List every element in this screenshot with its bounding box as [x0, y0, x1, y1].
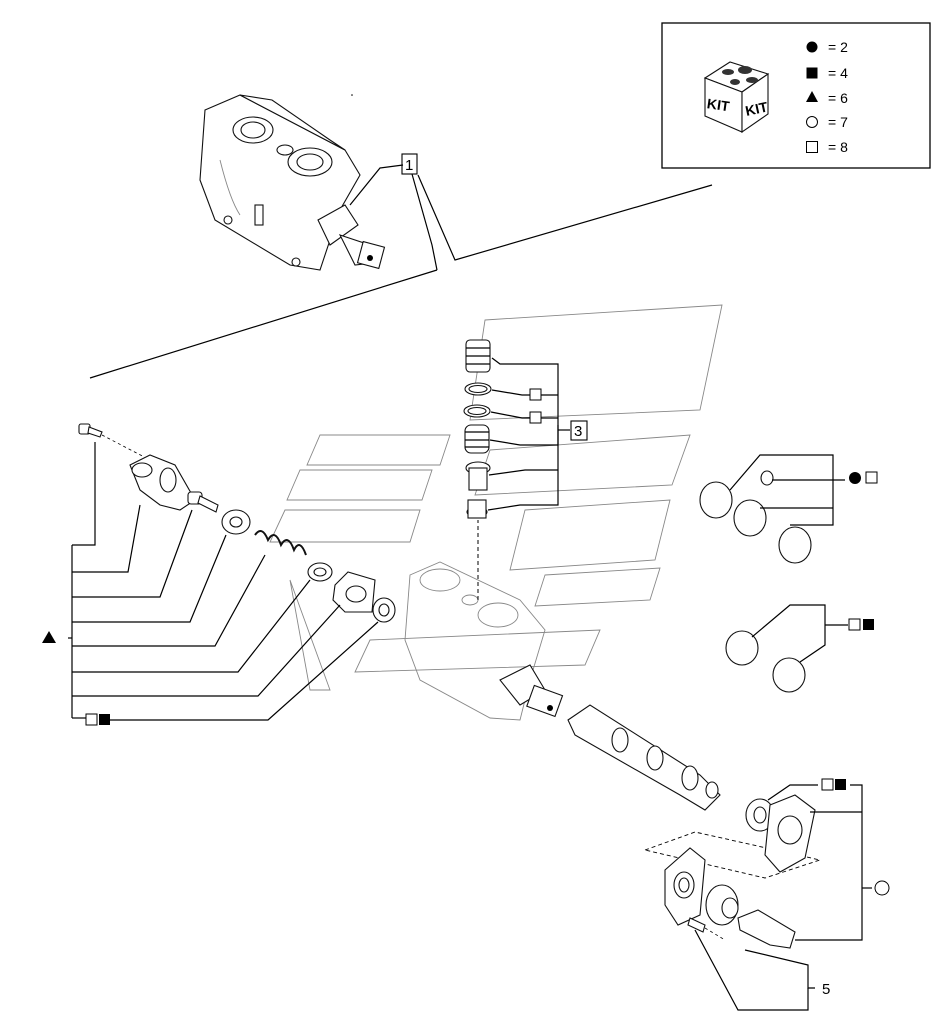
- legend-item-8: = 8: [828, 139, 848, 155]
- spool: [567, 704, 721, 811]
- callout-1: 1: [89, 153, 713, 379]
- kit-label-right: KIT: [744, 98, 770, 118]
- filled-triangle-icon: [806, 91, 818, 102]
- legend-item-2: = 2: [828, 39, 848, 55]
- filled-circle-icon: [849, 472, 861, 484]
- filled-square-icon: [835, 779, 846, 790]
- hollow-circle-icon: [806, 116, 818, 128]
- hollow-circle-icon: [874, 880, 890, 896]
- kit-label-left: KIT: [706, 95, 731, 114]
- kit-box-icon: KIT KIT: [703, 61, 770, 134]
- lower-right-leaders: 5: [694, 778, 890, 1011]
- lower-right-parts: [643, 794, 822, 949]
- triangle-group-leaders: [42, 442, 379, 726]
- callout-3-label: 3: [574, 423, 582, 440]
- hollow-square-icon: [821, 778, 834, 791]
- hollow-square-icon: [806, 141, 818, 153]
- legend-item-7: = 7: [828, 114, 848, 130]
- hollow-square-icon: [848, 618, 861, 631]
- filled-square-icon: [99, 714, 110, 725]
- check-valve-stack: [463, 339, 492, 519]
- hollow-square-icon: [85, 713, 98, 726]
- o-ring-group-lower: [725, 604, 874, 693]
- callout-5-label: 5: [822, 981, 830, 998]
- filled-square-icon: [863, 619, 874, 630]
- legend-item-6: = 6: [828, 90, 848, 106]
- filled-circle-icon: [806, 41, 818, 53]
- valve-body: [404, 520, 564, 721]
- filled-square-icon: [806, 67, 818, 79]
- callout-1-label: 1: [405, 157, 413, 174]
- ghost-outlines: [269, 304, 723, 691]
- hollow-square-icon: [865, 471, 878, 484]
- callout-3: 3: [487, 357, 588, 511]
- o-ring-group-upper: [699, 454, 878, 564]
- valve-assembly-overview: [199, 94, 386, 271]
- kit-legend: KIT KIT = 2 = 4 = 6 = 7 = 8: [661, 22, 931, 169]
- triangle-group-icon: [42, 631, 56, 643]
- legend-item-4: = 4: [828, 65, 848, 81]
- left-exploded-parts: [78, 423, 396, 623]
